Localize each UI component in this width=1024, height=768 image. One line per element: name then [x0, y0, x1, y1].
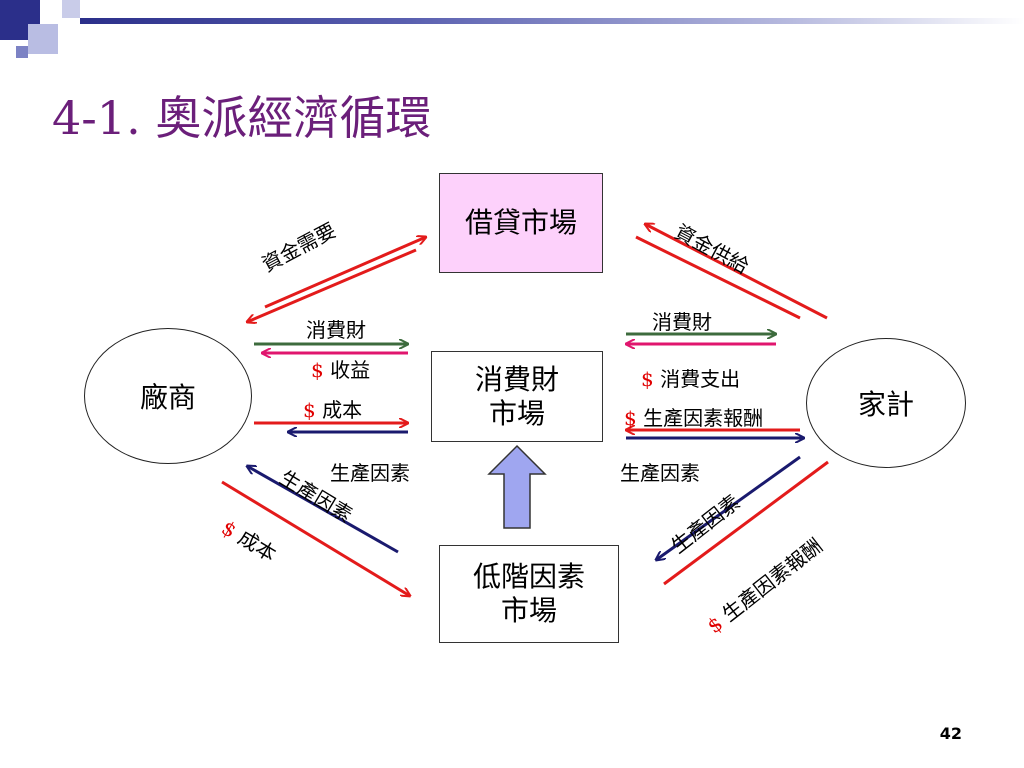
up-arrow-to-consumer-market	[487, 444, 547, 529]
label-cost: $ 成本	[303, 394, 362, 423]
title-bar-gradient	[80, 18, 1024, 24]
households-ellipse: 家計	[806, 338, 966, 468]
label-factor-income: $ 生產因素報酬	[624, 402, 763, 431]
arrow-factor-income-diagonal	[663, 460, 829, 586]
arrow-funds-supply-2	[635, 235, 801, 320]
label-consumer-goods-left: 消費財	[306, 318, 366, 342]
corner-square-light	[62, 0, 80, 18]
label-factors-left-horizontal: 生產因素	[330, 461, 410, 485]
arrow-factors-left-diagonal	[247, 466, 399, 554]
label-factors-right-horizontal: 生產因素	[620, 461, 700, 485]
firms-ellipse: 廠商	[84, 328, 252, 464]
label-consumer-spending: $ 消費支出	[641, 363, 740, 392]
label-revenue-text: 收益	[330, 358, 371, 382]
corner-square-small	[16, 46, 28, 58]
loanable-funds-market-box: 借貸市場	[439, 173, 603, 273]
corner-square-lavender	[28, 24, 58, 54]
dollar-sign: $	[303, 398, 316, 422]
dollar-sign: $	[624, 406, 637, 430]
label-factor-income-text: 生產因素報酬	[643, 406, 764, 430]
arrow-funds-demand-down	[247, 248, 417, 322]
dollar-sign: $	[641, 367, 654, 391]
label-consumer-goods-right: 消費財	[652, 310, 712, 334]
arrow-funds-supply	[645, 224, 828, 320]
lower-order-factor-market-box: 低階因素 市場	[439, 545, 619, 643]
dollar-sign: $	[311, 358, 324, 382]
arrow-factors-right-diagonal	[656, 455, 801, 560]
label-cost-text: 成本	[322, 398, 363, 422]
arrow-funds-demand-up	[264, 237, 426, 309]
slide-title: 4-1. 奧派經濟循環	[52, 91, 432, 145]
label-revenue: $ 收益	[311, 354, 370, 383]
consumer-goods-market-box: 消費財 市場	[431, 351, 603, 442]
arrow-cost-diagonal	[221, 480, 410, 596]
page-number: 42	[939, 724, 962, 743]
label-consumer-spending-text: 消費支出	[660, 367, 741, 391]
